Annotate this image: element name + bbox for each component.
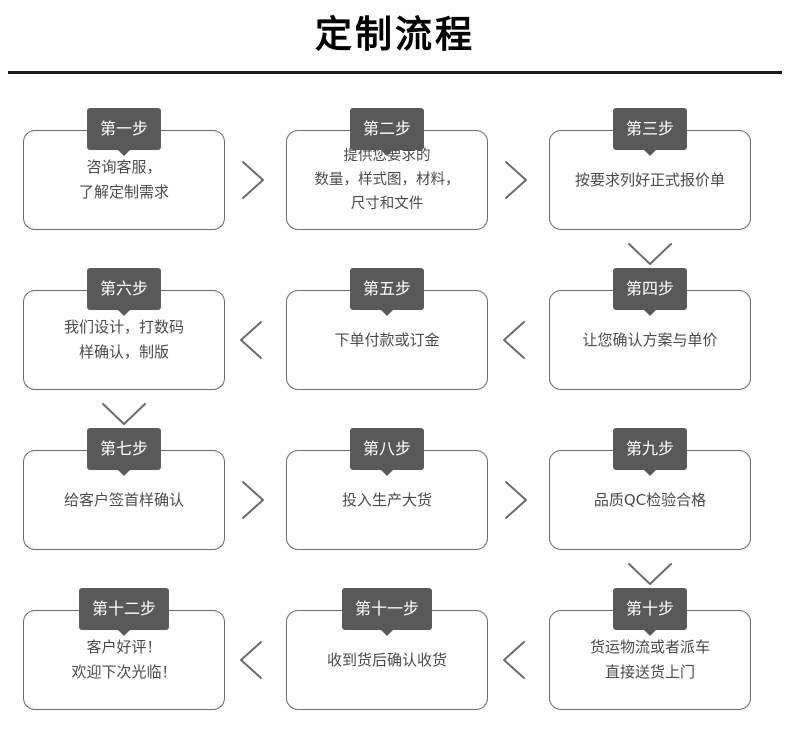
step-description-line: 下单付款或订金: [334, 330, 440, 349]
step-description-line: 让您确认方案与单价: [582, 330, 718, 349]
process-step[interactable]: 客户好评！ 欢迎下次光临！ 第十二步: [23, 588, 225, 710]
step-number-badge: 第一步: [86, 108, 162, 156]
step-description: 投入生产大货: [286, 450, 488, 550]
chevron-right-icon: [231, 156, 273, 204]
step-description-line: 货运物流或者派车: [589, 638, 710, 656]
chevron-left-icon: [494, 636, 536, 684]
process-step[interactable]: 收到货后确认收货 第十一步: [286, 588, 488, 710]
chevron-left-icon: [231, 316, 273, 364]
step-description: 品质QC检验合格: [549, 450, 751, 550]
process-step[interactable]: 让您确认方案与单价 第四步: [549, 268, 751, 390]
process-row: 客户好评！欢迎下次光临！第十二步收到货后确认收货第十一步货运物流或者派车直接送货…: [0, 564, 790, 724]
step-number-badge: 第十一步: [341, 588, 433, 636]
step-description: 给客户签首样确认: [23, 450, 225, 550]
step-number-badge: 第八步: [349, 428, 425, 476]
step-description-line: 我们设计，打数码: [63, 318, 184, 336]
step-description: 让您确认方案与单价: [549, 290, 751, 390]
chevron-right-icon: [494, 476, 536, 524]
step-description-line: 收到货后确认收货: [326, 650, 447, 669]
chevron-left-icon: [231, 636, 273, 684]
process-step[interactable]: 投入生产大货第八步: [286, 428, 488, 550]
step-description-line: 提供您要求的: [343, 148, 431, 164]
page-header: 定制流程: [0, 0, 790, 78]
process-row: 给客户签首样确认 第七步投入生产大货 第八步品质QC检验合格 第九步: [0, 404, 790, 585]
step-description-line: 客户好评！: [86, 638, 162, 656]
step-description-line: 给客户签首样确认: [63, 490, 184, 509]
process-step[interactable]: 提供您要求的数量，样式图，材料， 尺寸和文件 第二步: [286, 108, 488, 230]
step-description-line: 品质QC检验合格: [593, 490, 707, 509]
step-number-badge: 第九步: [612, 428, 688, 476]
step-description-line: 样确认，制版: [78, 343, 169, 361]
step-number-badge: 第五步: [349, 268, 425, 316]
chevron-left-icon: [494, 316, 536, 364]
step-description: 提供您要求的数量，样式图，材料， 尺寸和文件: [286, 130, 488, 230]
title-divider: [8, 71, 782, 74]
process-step[interactable]: 咨询客服， 了解定制需求 第一步: [23, 108, 225, 230]
step-description: 收到货后确认收货: [286, 610, 488, 710]
step-description-line: 咨询客服，: [86, 158, 162, 176]
step-number-badge: 第十二步: [78, 588, 170, 636]
chevron-right-icon: [494, 156, 536, 204]
process-step[interactable]: 我们设计，打数码样确认，制版第六步: [23, 268, 225, 390]
step-description-line: 尺寸和文件: [350, 196, 424, 212]
step-description-line: 数量，样式图，材料，: [314, 172, 460, 188]
step-description: 按要求列好正式报价单: [549, 130, 751, 230]
process-step[interactable]: 给客户签首样确认 第七步: [23, 428, 225, 550]
step-number-badge: 第六步: [86, 268, 162, 316]
step-description-line: 投入生产大货: [341, 490, 432, 509]
process-row: 咨询客服，了解定制需求第一步提供您要求的数量，样式图，材料，尺寸和文件第二步按要…: [0, 84, 790, 265]
step-number-badge: 第三步: [612, 108, 688, 156]
step-description: 客户好评！ 欢迎下次光临！: [23, 610, 225, 710]
process-step[interactable]: 品质QC检验合格 第九步: [549, 428, 751, 550]
step-description-line: 了解定制需求: [78, 183, 169, 201]
step-description: 我们设计，打数码样确认，制版: [23, 290, 225, 390]
step-description: 咨询客服， 了解定制需求: [23, 130, 225, 230]
chevron-down-icon: [623, 556, 677, 590]
chevron-down-icon: [623, 236, 677, 270]
step-description-line: 直接送货上门: [604, 663, 695, 681]
step-description-line: 按要求列好正式报价单: [574, 170, 725, 189]
step-description: 下单付款或订金: [286, 290, 488, 390]
page-title: 定制流程: [315, 13, 475, 56]
step-number-badge: 第十步: [612, 588, 688, 636]
step-description-line: 欢迎下次光临！: [71, 663, 177, 681]
chevron-right-icon: [231, 476, 273, 524]
process-flow: 咨询客服，了解定制需求第一步提供您要求的数量，样式图，材料，尺寸和文件第二步按要…: [0, 78, 790, 724]
step-description: 货运物流或者派车直接送货上门: [549, 610, 751, 710]
process-step[interactable]: 下单付款或订金 第五步: [286, 268, 488, 390]
step-number-badge: 第二步: [349, 108, 425, 156]
process-row: 我们设计，打数码样确认，制版第六步下单付款或订金第五步让您确认方案与单价第四步: [0, 244, 790, 425]
process-step[interactable]: 按要求列好正式报价单 第三步: [549, 108, 751, 230]
step-number-badge: 第四步: [612, 268, 688, 316]
step-number-badge: 第七步: [86, 428, 162, 476]
process-step[interactable]: 货运物流或者派车直接送货上门第十步: [549, 588, 751, 710]
chevron-down-icon: [97, 396, 151, 430]
